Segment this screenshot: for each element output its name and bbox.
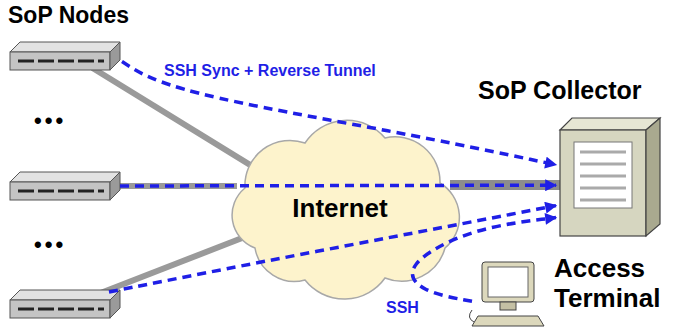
ellipsis-dots: ••• (34, 232, 66, 258)
ssh-connection (109, 206, 556, 292)
sop-node-device-shape (10, 172, 120, 200)
sop-node-device (10, 290, 120, 318)
sop-node-device-shape (10, 42, 120, 70)
node-heading: Access Terminal (554, 254, 694, 314)
internet-cloud: Internet (215, 108, 465, 288)
access-terminal: Access Terminal (472, 258, 547, 330)
collector-server-shape (560, 118, 660, 238)
network-link (93, 68, 256, 168)
connection-label: SSH Sync + Reverse Tunnel (162, 62, 378, 80)
sop-node-device-shape (10, 290, 120, 318)
node-heading: SoP Nodes (8, 2, 129, 28)
collector-server: SoP Collector (560, 118, 660, 238)
access-terminal-shape (472, 258, 547, 330)
node-heading: SoP Collector (478, 76, 641, 105)
sop-node-device (10, 172, 120, 200)
ssh-connection (412, 218, 556, 302)
network-link (98, 233, 255, 294)
ssh-connection (120, 183, 556, 187)
ssh-connection (122, 62, 556, 165)
sop-node-device: SoP Nodes (10, 42, 120, 70)
connection-label: SSH (384, 299, 421, 317)
node-heading: Internet (215, 194, 465, 224)
ellipsis-dots: ••• (34, 108, 66, 134)
